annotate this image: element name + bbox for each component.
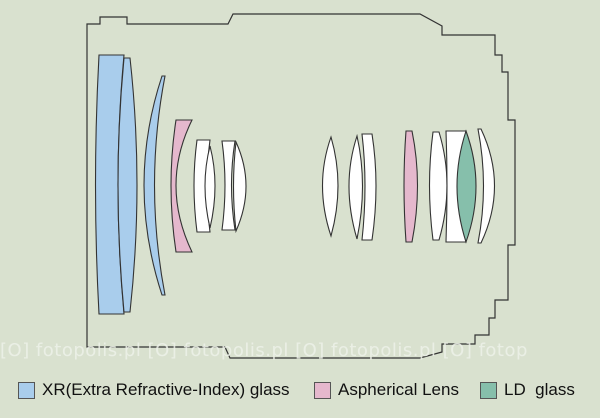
middle-group-element-3: [361, 133, 377, 241]
front-group-element-7: [232, 139, 247, 234]
watermark-text: [O] fotopolis.pl [O] fotopolis.pl [O] fo…: [0, 340, 528, 361]
legend-label-ld-glass: LD glass: [504, 380, 575, 399]
rear-group-element-3: [477, 128, 496, 244]
ld-glass-element: [456, 129, 477, 244]
xr-front-element-3: [143, 75, 166, 296]
front-group-element-6: [221, 140, 236, 231]
middle-group-element-2: [348, 133, 364, 240]
legend-label-xr-glass: XR(Extra Refractive-Index) glass: [42, 380, 290, 399]
aspherical-element-rear: [403, 130, 419, 243]
lens-barrel-outline: [86, 13, 516, 359]
middle-group-element-1: [322, 135, 339, 238]
ld-glass-swatch-icon: [480, 381, 497, 399]
aspherical-element-front: [170, 119, 193, 253]
xr-glass-swatch-icon: [18, 381, 35, 399]
legend: XR(Extra Refractive-Index) glass Aspheri…: [18, 376, 588, 404]
legend-item-xr-glass: XR(Extra Refractive-Index) glass: [18, 376, 290, 404]
legend-label-aspherical: Aspherical Lens: [338, 380, 459, 399]
legend-item-ld-glass: LD glass: [480, 376, 575, 404]
front-group-element-5: [204, 145, 216, 229]
xr-front-element-2: [117, 57, 138, 313]
rear-group-element-1: [428, 131, 448, 241]
aspherical-swatch-icon: [314, 381, 331, 399]
legend-item-aspherical: Aspherical Lens: [314, 376, 459, 404]
